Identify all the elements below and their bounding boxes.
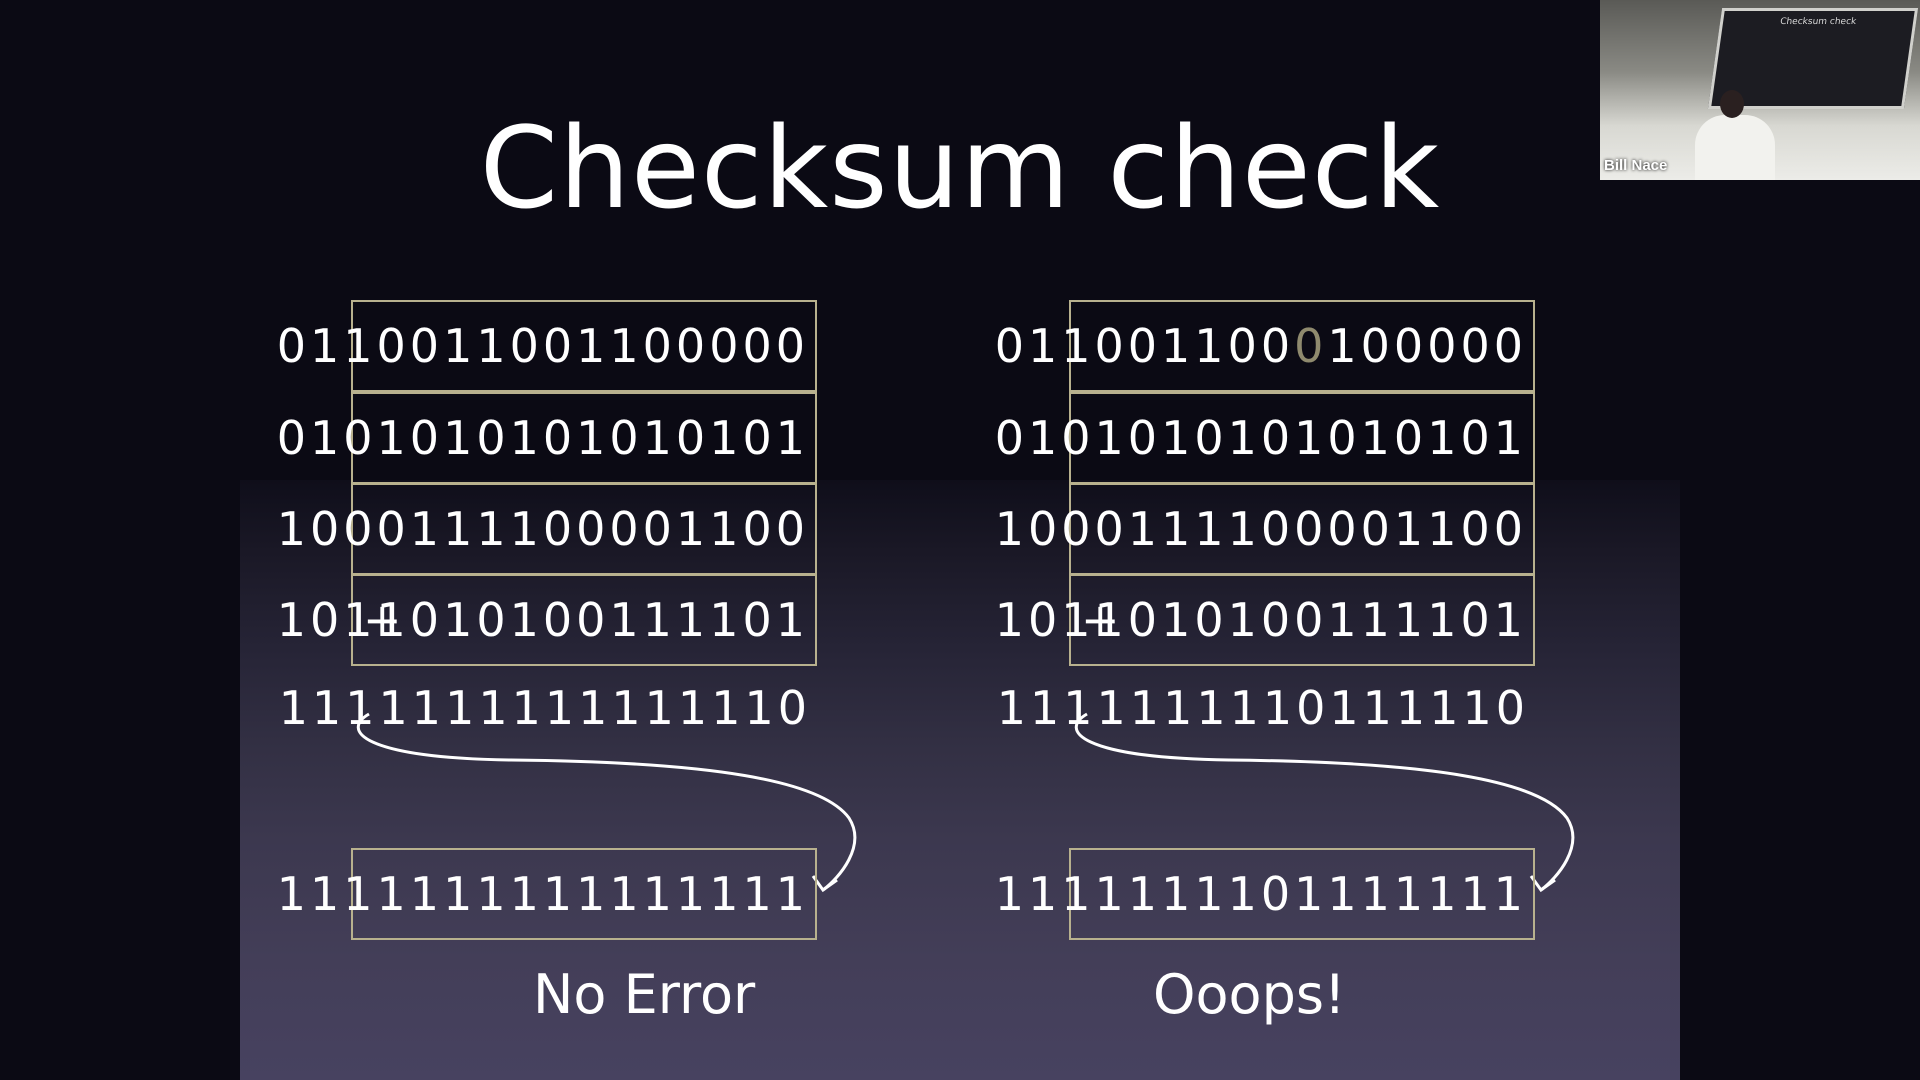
- flipped-bit: 0: [1294, 319, 1328, 373]
- result-box: 1111111111111111: [277, 848, 817, 940]
- checksum-word: 1011010100111101: [994, 593, 1527, 647]
- result-word: 1111111111111111: [276, 867, 809, 921]
- data-word: 1000111100001100: [994, 502, 1527, 556]
- slide-title: Checksum check: [479, 104, 1441, 234]
- result-word-box: 1111111111111111: [277, 848, 817, 940]
- data-word-box: 0110011000100000: [995, 300, 1535, 392]
- slide-backdrop: [240, 480, 1680, 1080]
- data-word-prefix: 011001100: [994, 319, 1295, 373]
- data-word-box: 0101010101010101: [277, 392, 817, 484]
- verdict-label: Ooops!: [1153, 963, 1346, 1026]
- result-box: 1111111101111111: [995, 848, 1535, 940]
- result-word-box: 1111111101111111: [995, 848, 1535, 940]
- data-word: 1000111100001100: [276, 502, 809, 556]
- sum-result: 1111111111111110: [278, 681, 811, 735]
- data-word: 0101010101010101: [276, 411, 809, 465]
- checksum-word-box: + 1011010100111101: [277, 574, 817, 666]
- data-word-box: 0101010101010101: [995, 392, 1535, 484]
- verdict-label: No Error: [533, 963, 756, 1026]
- presenter-head: [1720, 90, 1744, 118]
- participant-name: Bill Nace: [1604, 157, 1668, 174]
- result-word: 1111111101111111: [994, 867, 1527, 921]
- webcam-thumbnail[interactable]: Checksum check Bill Nace: [1600, 0, 1920, 180]
- plus-sign: +: [1081, 593, 1120, 647]
- checksum-word: 1011010100111101: [276, 593, 809, 647]
- plus-sign: +: [363, 593, 402, 647]
- data-word: 0101010101010101: [994, 411, 1527, 465]
- data-word-box: 0110011001100000: [277, 300, 817, 392]
- data-word: 0110011001100000: [276, 319, 809, 373]
- checksum-word-box: + 1011010100111101: [995, 574, 1535, 666]
- webcam-screen-title: Checksum check: [1779, 17, 1857, 27]
- sum-result: 1111111110111110: [996, 681, 1529, 735]
- data-word-box: 1000111100001100: [277, 483, 817, 575]
- data-word-box: 1000111100001100: [995, 483, 1535, 575]
- data-word-with-flipped-bit: 0110011000100000: [995, 302, 1527, 390]
- presenter-body: [1695, 115, 1775, 180]
- data-word-suffix: 100000: [1327, 319, 1527, 373]
